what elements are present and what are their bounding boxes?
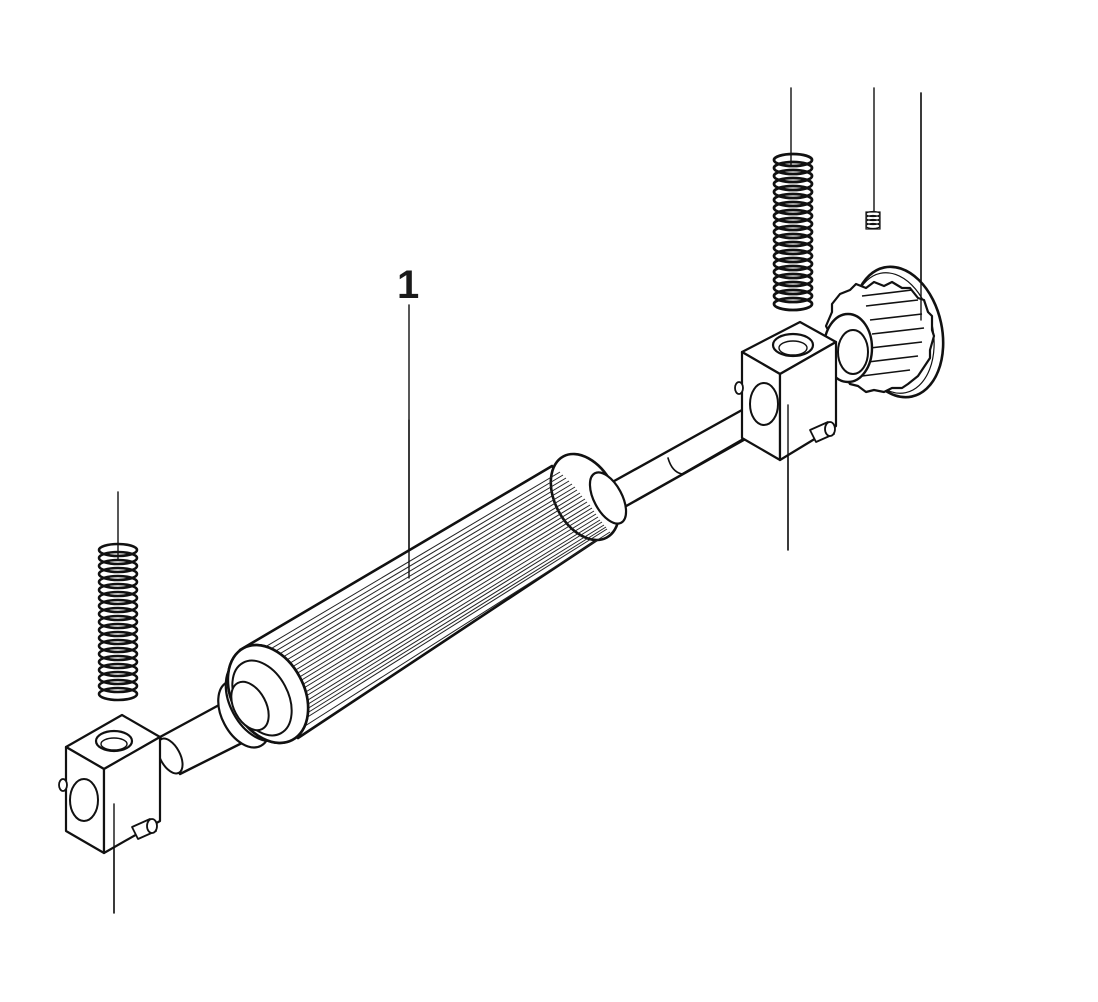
bearing-block-right xyxy=(734,320,838,551)
callout-label-1: 1 xyxy=(397,263,420,307)
knurl-pattern xyxy=(249,471,611,734)
spring-right xyxy=(772,152,814,312)
timing-pulley xyxy=(822,92,945,399)
knurled-roller-shaft xyxy=(156,419,628,776)
spring-left xyxy=(97,542,139,702)
bearing-block-left xyxy=(58,713,162,914)
set-screw xyxy=(865,210,881,230)
